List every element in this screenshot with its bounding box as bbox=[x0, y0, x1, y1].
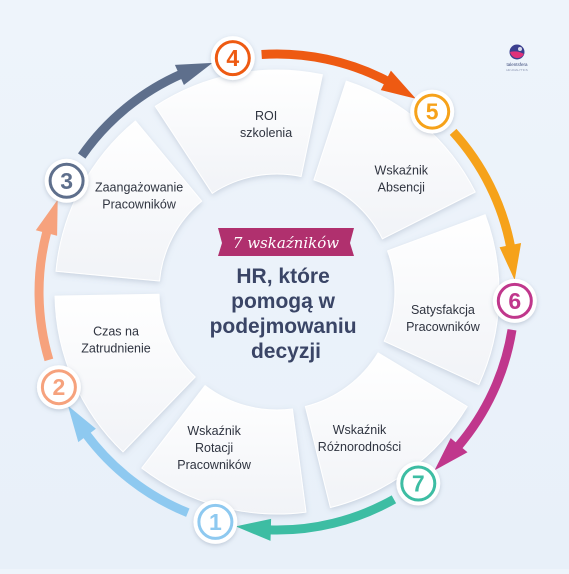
number-badge-6: 6 bbox=[492, 278, 537, 323]
center-block: 7 wskaźników HR, które pomogą w podejmow… bbox=[210, 228, 363, 363]
talentsfera-logo: talentsfera HR ANALYTICS bbox=[506, 44, 528, 72]
segment-card-4 bbox=[154, 69, 323, 194]
badge-number: 1 bbox=[209, 509, 222, 535]
ring-arc-3 bbox=[78, 69, 184, 159]
segment-label-line: Absencji bbox=[378, 181, 425, 195]
badge-circle-ring bbox=[48, 162, 85, 199]
segment-label-line: Wskaźnik bbox=[375, 164, 429, 178]
banner-text: 7 wskaźników bbox=[233, 234, 339, 252]
ring-arrowhead-2 bbox=[35, 199, 58, 236]
segment-label-line: Rotacji bbox=[195, 441, 233, 455]
logo-tagline: HR ANALYTICS bbox=[506, 68, 527, 72]
number-badge-1: 1 bbox=[193, 499, 238, 544]
segment-label-line: Różnorodności bbox=[318, 440, 401, 454]
ring-arc-4 bbox=[261, 49, 390, 86]
center-title-line-4: decyzji bbox=[251, 340, 321, 363]
center-title-line-3: podejmowaniu bbox=[210, 315, 357, 338]
ring-arc-7 bbox=[268, 495, 397, 535]
segment-card-3 bbox=[55, 120, 203, 282]
segment-label-line: Czas na bbox=[93, 324, 139, 338]
segment-label-line: Satysfakcja bbox=[411, 303, 475, 317]
badge-circle-ring bbox=[400, 465, 437, 502]
number-badges: 1 2 3 4 5 6 7 bbox=[36, 36, 537, 544]
center-title-line-1: HR, które bbox=[236, 265, 329, 288]
segment-card-5 bbox=[313, 80, 476, 240]
svg-text:HR, które pomogą w: HR, które pomogą w podejmowaniu decyzji bbox=[210, 265, 363, 363]
badge-circle-ring bbox=[496, 282, 533, 319]
segment-label-line: ROI bbox=[255, 109, 277, 123]
number-badge-7: 7 bbox=[396, 461, 441, 506]
segment-card-1 bbox=[141, 385, 307, 515]
badge-number: 6 bbox=[508, 288, 521, 314]
ring-arrowhead-3 bbox=[174, 62, 213, 85]
segment-card-6 bbox=[383, 214, 500, 386]
ring-arrowhead-6 bbox=[434, 438, 468, 471]
number-badge-2: 2 bbox=[36, 365, 81, 410]
badge-circle-ring bbox=[40, 369, 77, 406]
badge-number: 4 bbox=[226, 45, 239, 71]
segment-label-line: Wskaźnik bbox=[333, 423, 387, 437]
center-title-line-2: pomogą w bbox=[231, 290, 335, 313]
number-badge-4: 4 bbox=[210, 36, 255, 81]
segment-label-line: szkolenia bbox=[240, 126, 292, 140]
number-badge-5: 5 bbox=[410, 89, 455, 134]
ring-arc-6 bbox=[454, 329, 517, 450]
badge-circle-ring bbox=[197, 503, 234, 540]
ring-arc-1 bbox=[82, 431, 190, 517]
logo-name: talentsfera bbox=[506, 62, 528, 67]
badge-number: 2 bbox=[53, 374, 66, 400]
segment-label-line: Pracowników bbox=[177, 458, 252, 472]
number-badge-3: 3 bbox=[44, 158, 89, 203]
badge-number: 5 bbox=[426, 99, 439, 125]
badge-number: 7 bbox=[412, 471, 425, 497]
ring-arc-2 bbox=[34, 229, 54, 362]
segment-label-2: Czas na Zatrudnienie bbox=[81, 324, 151, 355]
ring-arrowhead-1 bbox=[68, 405, 96, 443]
segment-label-line: Pracowników bbox=[406, 320, 481, 334]
segment-label-line: Wskaźnik bbox=[187, 424, 241, 438]
segment-label-line: Zaangażowanie bbox=[95, 181, 183, 195]
segment-label-4: ROI szkolenia bbox=[240, 109, 292, 140]
talentsfera-logo-icon bbox=[509, 44, 525, 60]
segment-label-line: Zatrudnienie bbox=[81, 341, 151, 355]
badge-circle-ring bbox=[414, 93, 451, 130]
ring-arrowhead-7 bbox=[235, 518, 272, 541]
badge-circle-ring bbox=[214, 40, 251, 77]
segment-card-7 bbox=[304, 352, 468, 508]
badge-number: 3 bbox=[60, 168, 73, 194]
ring-arc-5 bbox=[449, 128, 516, 249]
ring-arrowhead-4 bbox=[380, 70, 416, 99]
arrow-ring bbox=[34, 49, 522, 541]
segment-card-2 bbox=[54, 293, 196, 453]
segment-label-line: Pracowników bbox=[102, 198, 177, 212]
banner-shape bbox=[218, 228, 354, 256]
ring-arrowhead-5 bbox=[499, 243, 522, 281]
